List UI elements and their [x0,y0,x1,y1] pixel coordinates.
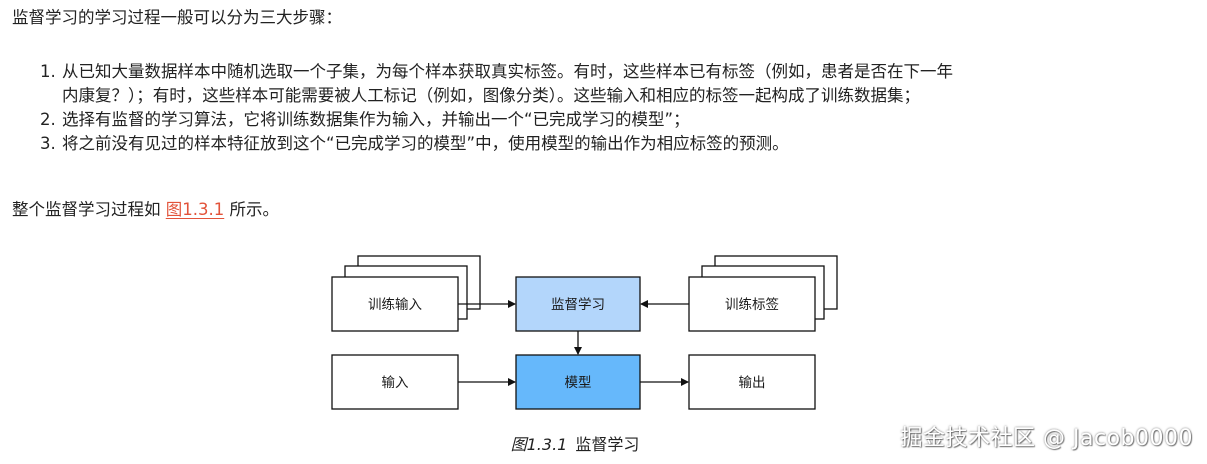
train-input-label: 训练输入 [368,297,422,313]
caption-title: 监督学习 [575,435,640,454]
supervised-learning-node: 监督学习 [515,276,641,332]
train-labels-label: 训练标签 [725,296,779,313]
steps-list: 1. 从已知大量数据样本中随机选取一个子集，为每个样本获取真实标签。有时，这些样… [40,60,953,156]
train-labels-stack: 训练标签 [688,255,838,332]
step-1-line-1: 从已知大量数据样本中随机选取一个子集，为每个样本获取真实标签。有时，这些样本已有… [62,62,953,81]
input-box [331,354,459,410]
figure-link[interactable]: 图1.3.1 [165,200,225,219]
train-input-stack: 训练输入 [331,255,481,332]
output-label: 输出 [739,375,766,391]
step-3: 3. 将之前没有见过的样本特征放到这个“已完成学习的模型”中，使用模型的输出作为… [40,132,953,156]
step-3-line-1: 将之前没有见过的样本特征放到这个“已完成学习的模型”中，使用模型的输出作为相应标… [62,134,789,153]
step-1: 1. 从已知大量数据样本中随机选取一个子集，为每个样本获取真实标签。有时，这些样… [40,60,953,108]
summary-suffix: 所示。 [229,200,279,219]
summary-paragraph: 整个监督学习过程如 图1.3.1 所示。 [12,198,279,222]
caption-label: 图1.3.1 [510,435,568,454]
intro-text: 监督学习的学习过程一般可以分为三大步骤： [12,8,342,27]
supervised-learning-label: 监督学习 [551,297,605,313]
step-1-line-2: 内康复？）；有时，这些样本可能需要被人工标记（例如，图像分类）。这些输入和相应的… [62,86,920,105]
model-label: 模型 [565,375,592,391]
step-2-number: 2. [40,110,56,129]
train-labels-box [688,276,816,332]
summary-prefix: 整个监督学习过程如 [12,200,161,219]
watermark: 掘金技术社区 @ Jacob0000 [900,426,1193,451]
output-box [688,354,816,410]
input-node: 输入 [331,354,459,410]
model-node: 模型 [515,354,641,410]
output-node: 输出 [688,354,816,410]
step-3-number: 3. [40,134,56,153]
figure-caption: 图1.3.1 监督学习 [0,434,1150,456]
step-1-number: 1. [40,62,56,81]
step-2-line-1: 选择有监督的学习算法，它将训练数据集作为输入，并输出一个“已完成学习的模型”； [62,110,690,129]
step-2: 2. 选择有监督的学习算法，它将训练数据集作为输入，并输出一个“已完成学习的模型… [40,108,953,132]
input-label: 输入 [382,375,409,391]
model-box [515,354,641,410]
